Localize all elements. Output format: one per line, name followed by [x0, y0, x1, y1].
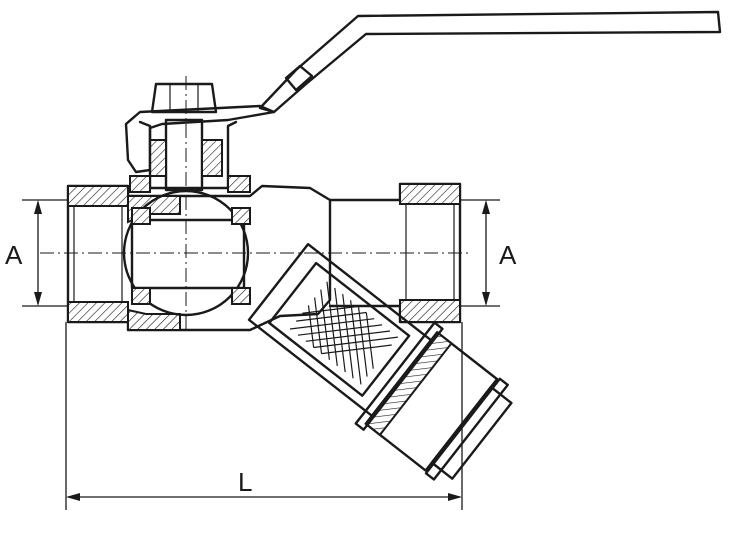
valve-body	[66, 184, 332, 332]
dimension-label-a-right: A	[499, 240, 517, 270]
strainer-branch	[247, 242, 513, 481]
stem-nut	[129, 82, 251, 193]
dimension-label-a-left: A	[5, 240, 23, 270]
dimension-label-l: L	[238, 467, 252, 497]
ball	[122, 189, 251, 317]
dimension-l	[65, 322, 463, 510]
dimension-a-right	[460, 199, 500, 307]
dimension-a-left	[22, 199, 68, 307]
